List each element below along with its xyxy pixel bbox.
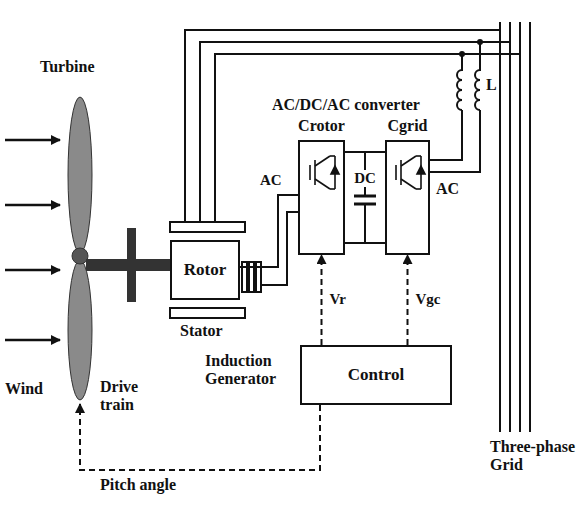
signal-label: AC [258, 172, 284, 189]
part-label: Wind [5, 380, 43, 398]
signal-label: DC [352, 170, 378, 187]
stator-wires [185, 30, 520, 222]
wind-arrows [5, 140, 60, 340]
power-wire [345, 151, 385, 153]
grid-side-wires [430, 40, 482, 172]
part-label: Pitch angle [100, 476, 176, 494]
control-signal [321, 255, 323, 345]
igbt-symbols [310, 156, 425, 189]
part-label: Drive train [100, 378, 155, 415]
part-label: L [486, 76, 497, 94]
part-label: Induction Generator [205, 352, 300, 389]
converter-box: Cgrid [385, 140, 430, 255]
power-wire [240, 195, 298, 267]
rotor-wire [261, 212, 298, 285]
turbine-blades [68, 97, 92, 400]
part-label: Stator [180, 322, 223, 340]
part-label: AC/DC/AC converter [272, 96, 420, 114]
drive-train [86, 228, 170, 302]
process-box: Control [300, 345, 452, 405]
box-label: Rotor [184, 260, 226, 280]
pitch-angle-line [80, 404, 320, 470]
signal-label: Vr [328, 291, 348, 308]
process-box: Rotor [170, 240, 240, 300]
grid-lines [500, 22, 530, 432]
box-label: Control [348, 365, 404, 385]
box-heading: Cgrid [388, 117, 428, 135]
dc-link [345, 152, 385, 243]
signal-label: Vgc [414, 291, 443, 308]
part-label: Three-phase Grid [490, 438, 580, 475]
stator-plates [170, 222, 245, 318]
box-heading: Crotor [298, 117, 345, 135]
part-label: AC [436, 180, 459, 198]
converter-box: Crotor [298, 140, 345, 255]
part-label: Turbine [40, 58, 95, 76]
control-signal [407, 255, 409, 345]
